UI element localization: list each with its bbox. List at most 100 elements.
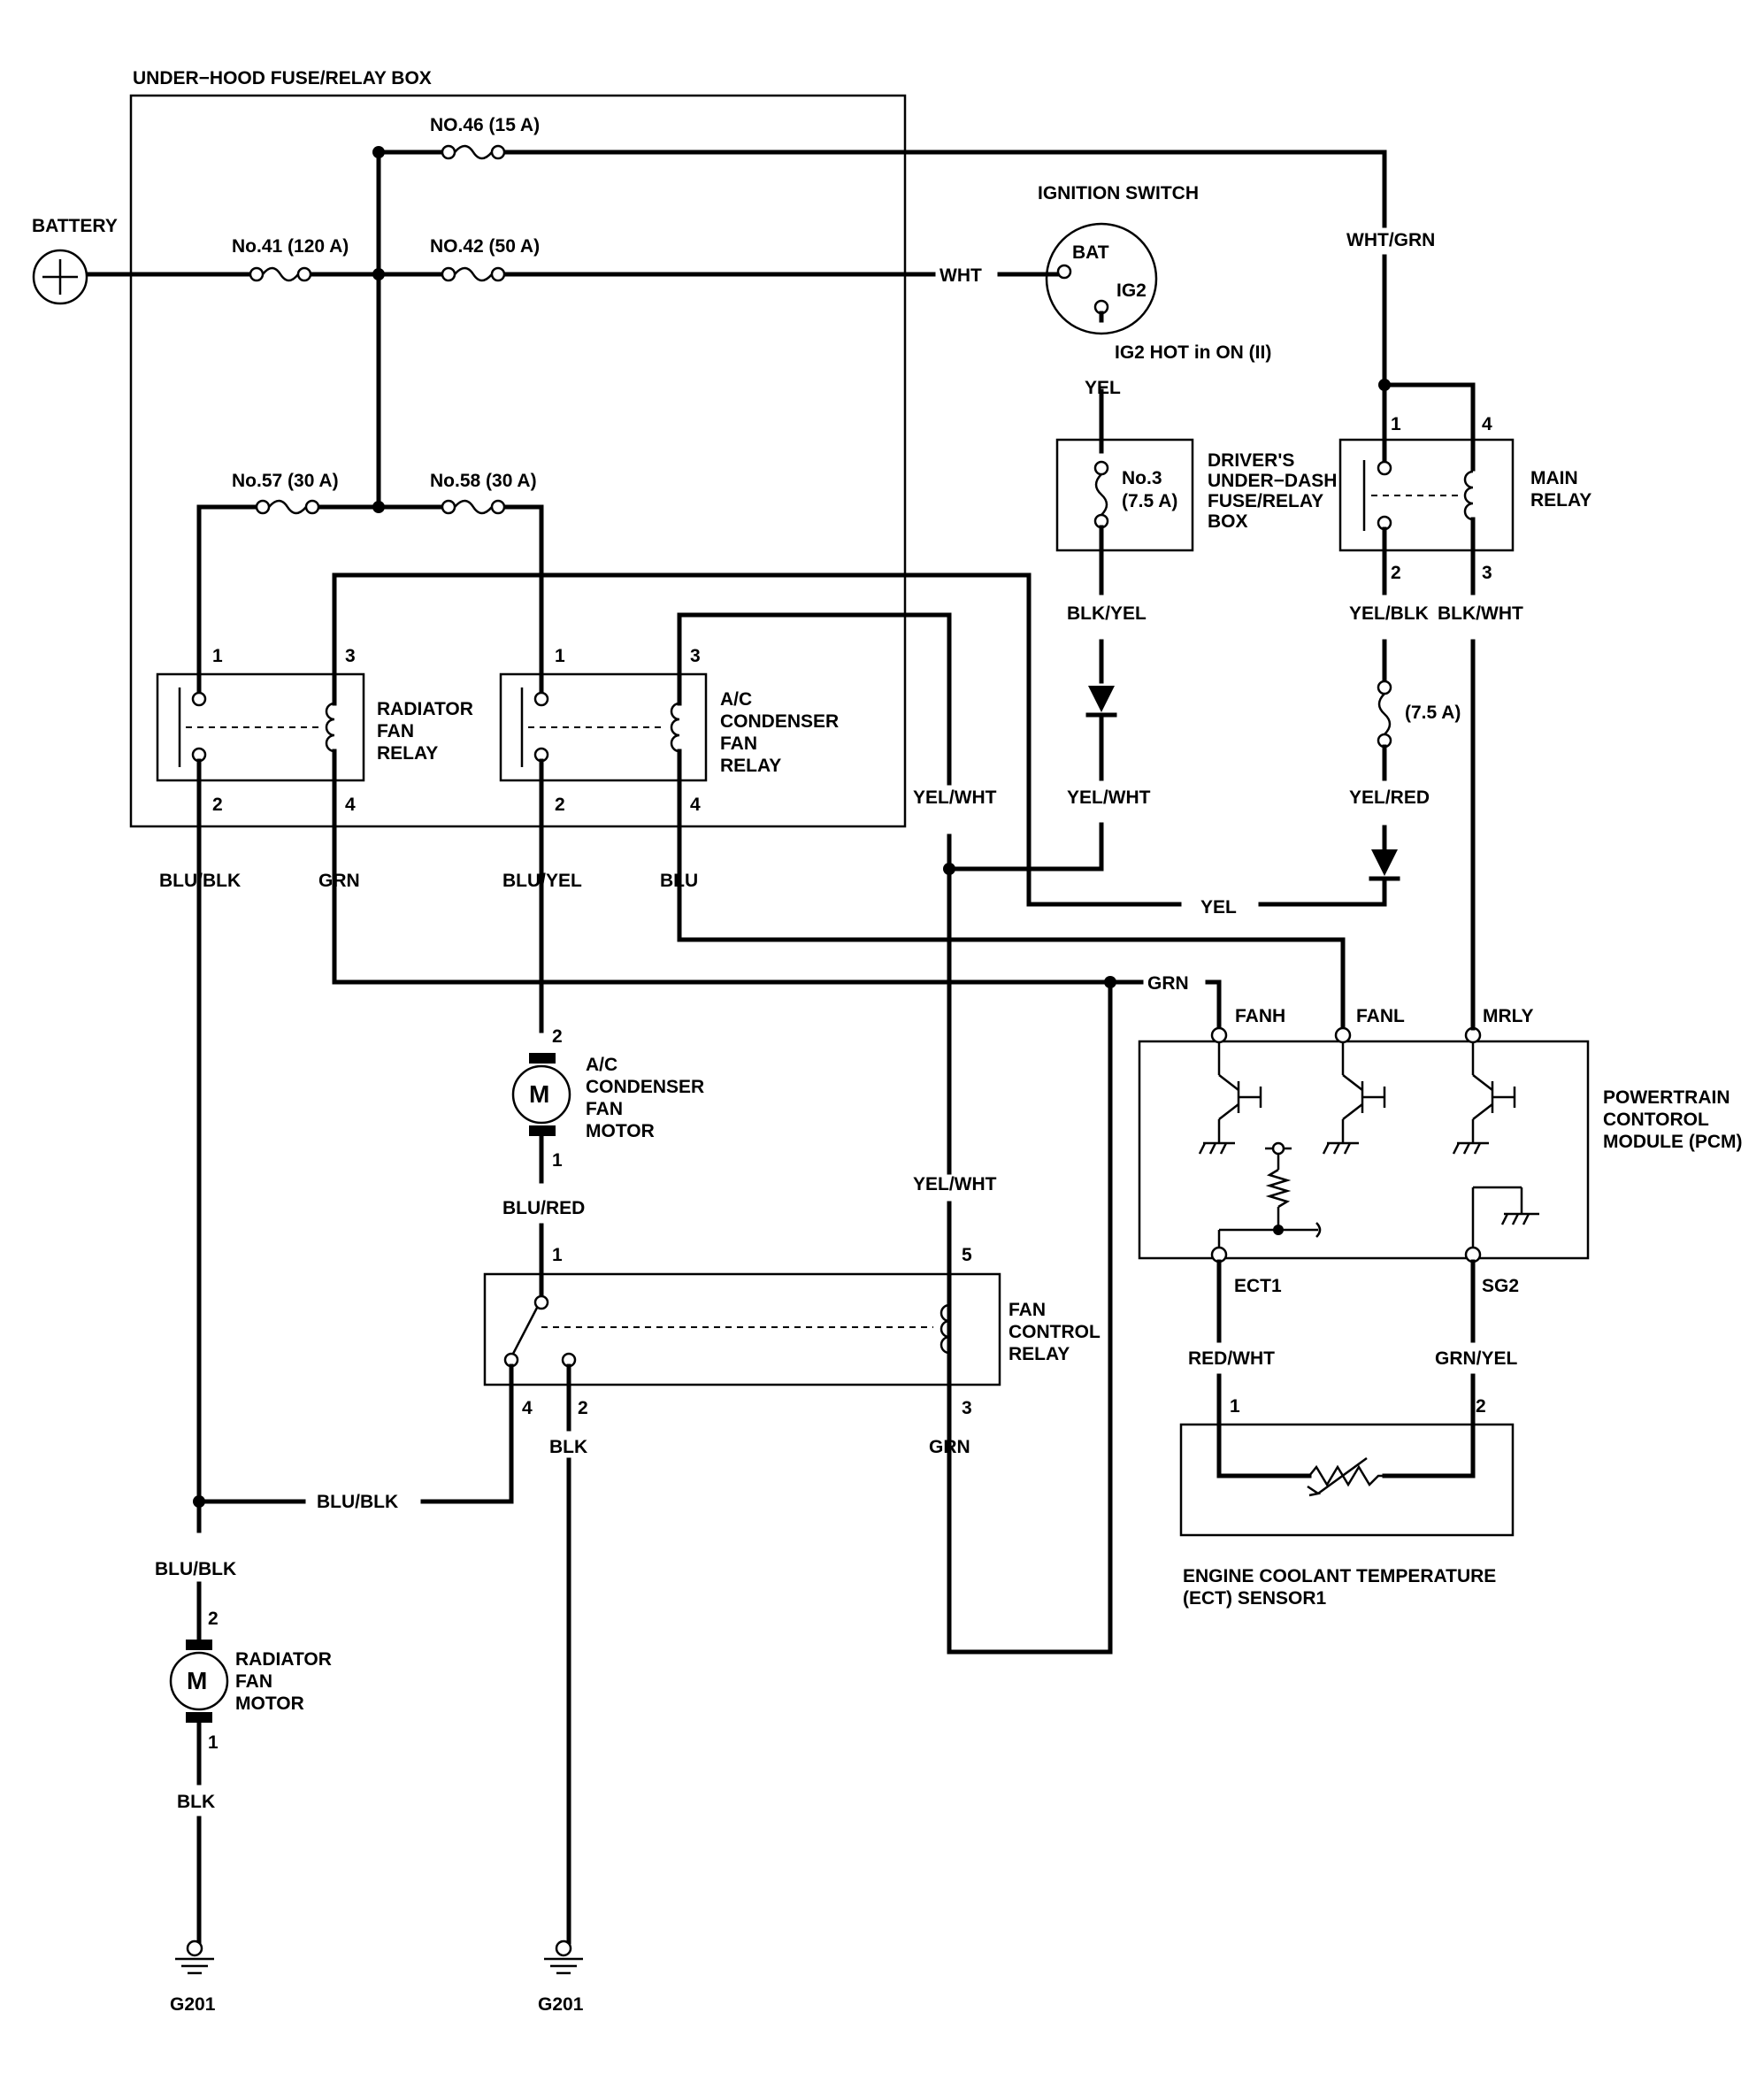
wire-blk-wht-label: BLK/WHT (1438, 603, 1523, 624)
dash-box-label-4: BOX (1208, 511, 1248, 532)
main-relay-pin1: 1 (1391, 414, 1401, 434)
main-relay-pin4: 4 (1482, 414, 1492, 434)
rad-relay-label-1: RADIATOR (377, 699, 473, 719)
wire-blu-blk-label-2: BLU/BLK (317, 1492, 398, 1512)
fcr-pin5: 5 (962, 1245, 972, 1265)
ect-pin1: 1 (1230, 1396, 1240, 1417)
main-relay-pin3: 3 (1482, 563, 1492, 583)
ac-relay-label-2: CONDENSER (720, 711, 839, 732)
main-bus-wires (86, 150, 1387, 510)
ground-label-left: G201 (170, 1994, 216, 2015)
wire-yel-wht-label-2: YEL/WHT (913, 1174, 997, 1194)
fuse-42-label: NO.42 (50 A) (430, 236, 540, 257)
wire-wht-grn-label: WHT/GRN (1346, 230, 1435, 250)
ect-pin2: 2 (1476, 1396, 1486, 1417)
pin-fanh-label: FANH (1235, 1006, 1285, 1026)
fuse-3-amp-label: (7.5 A) (1122, 491, 1177, 511)
fcr-pin2: 2 (578, 1398, 588, 1418)
ground-label-right: G201 (538, 1994, 584, 2015)
rad-relay-pin4: 4 (345, 795, 356, 815)
under-hood-fuse-box-outline (129, 94, 907, 828)
ac-motor-label-1: A/C (586, 1055, 617, 1075)
fcr-pin3: 3 (962, 1398, 972, 1418)
fuse-41-label: No.41 (120 A) (232, 236, 349, 257)
pcm-transistor-mrly (1452, 1042, 1516, 1155)
junction-bus (372, 268, 385, 280)
dash-box-label-1: DRIVER'S (1208, 450, 1294, 471)
ect-label-2: (ECT) SENSOR1 (1183, 1588, 1327, 1609)
rad-relay-pin3: 3 (345, 646, 356, 666)
wire-blu-label: BLU (660, 871, 698, 891)
rad-motor-pin1: 1 (208, 1732, 219, 1753)
ac-motor-pin2: 2 (552, 1026, 563, 1047)
wire-red-wht-label: RED/WHT (1188, 1348, 1275, 1369)
wire-yel-label-2: YEL (1200, 897, 1237, 918)
ac-relay-pin2: 2 (555, 795, 565, 815)
fuse-7-5a-label: (7.5 A) (1405, 703, 1461, 723)
thermistor-symbol (1307, 1456, 1384, 1497)
pin-ect1-label: ECT1 (1234, 1276, 1282, 1296)
ignition-ig2-label: IG2 (1116, 280, 1147, 301)
rad-motor-pin2: 2 (208, 1609, 219, 1629)
pin-fanl-label: FANL (1356, 1006, 1405, 1026)
wire-grn-label-2: GRN (1147, 973, 1189, 994)
fuse-branch-wires (196, 504, 544, 697)
wire-blu-yel-label: BLU/YEL (502, 871, 582, 891)
ac-relay-pin3: 3 (690, 646, 701, 666)
junction-ect-internal (1273, 1225, 1284, 1235)
wire-yel-wht-label-3: YEL/WHT (1067, 787, 1151, 808)
wire-yel-red-label: YEL/RED (1349, 787, 1430, 808)
ect-label-1: ENGINE COOLANT TEMPERATURE (1183, 1566, 1496, 1586)
pcm-pullup-resistor (1217, 1141, 1322, 1248)
junction-blu-blk (193, 1495, 205, 1508)
ac-relay-label-3: FAN (720, 733, 757, 754)
ignition-switch-label: IGNITION SWITCH (1038, 183, 1199, 204)
ac-motor-pin1: 1 (552, 1150, 563, 1171)
junction-yel-wht (943, 863, 955, 875)
wire-grn-label-3: GRN (929, 1437, 970, 1457)
ac-condenser-fan-relay (499, 672, 708, 782)
ac-motor-label-2: CONDENSER (586, 1077, 704, 1097)
wire-blk-label-2: BLK (177, 1792, 215, 1812)
pcm-transistor-fanl (1322, 1042, 1386, 1155)
wire-blu-blk-label-1: BLU/BLK (159, 871, 241, 891)
wire-grn-yel-label: GRN/YEL (1435, 1348, 1518, 1369)
wire-blk-yel-label: BLK/YEL (1067, 603, 1147, 624)
fuse-7-5a (1377, 680, 1392, 749)
fuse-42 (441, 266, 506, 282)
fcr-label-2: CONTROL (1009, 1322, 1101, 1342)
ect-sensor (1179, 1423, 1515, 1537)
wire-grn-label-1: GRN (318, 871, 360, 891)
fuse-46 (441, 144, 506, 160)
fuse-46-label: NO.46 (15 A) (430, 115, 540, 135)
rad-relay-pin1: 1 (212, 646, 223, 666)
ac-relay-label-1: A/C (720, 689, 752, 710)
pcm-sg2-ground (1471, 1186, 1539, 1248)
wire-blu-blk-label-3: BLU/BLK (155, 1559, 236, 1579)
wire-blu-red-label: BLU/RED (502, 1198, 585, 1218)
rad-motor-label-2: FAN (235, 1671, 272, 1692)
junction-main-relay (1378, 379, 1391, 391)
diode-2 (1369, 849, 1400, 881)
rad-motor-symbol: M (187, 1667, 207, 1694)
pin-sg2-label: SG2 (1482, 1276, 1519, 1296)
rad-motor-label-1: RADIATOR (235, 1649, 332, 1670)
dash-box-label-2: UNDER−DASH (1208, 471, 1337, 491)
rad-relay-label-2: FAN (377, 721, 414, 741)
fuse-58 (441, 499, 506, 515)
ac-relay-pin1: 1 (555, 646, 565, 666)
wire-yel-blk-label: YEL/BLK (1349, 603, 1429, 624)
ac-motor-label-4: MOTOR (586, 1121, 655, 1141)
fuse-57-label: No.57 (30 A) (232, 471, 339, 491)
dash-box-label-3: FUSE/RELAY (1208, 491, 1323, 511)
ac-condenser-fan-motor (511, 1064, 571, 1125)
fuse-3-label: No.3 (1122, 468, 1162, 488)
ground-g201-right (544, 1939, 583, 1975)
wire-wht-label: WHT (940, 265, 982, 286)
pin-mrly-label: MRLY (1483, 1006, 1534, 1026)
fuse-58-label: No.58 (30 A) (430, 471, 537, 491)
diode-1 (1085, 686, 1117, 718)
radiator-fan-motor (169, 1651, 229, 1711)
ignition-switch (1045, 222, 1158, 335)
